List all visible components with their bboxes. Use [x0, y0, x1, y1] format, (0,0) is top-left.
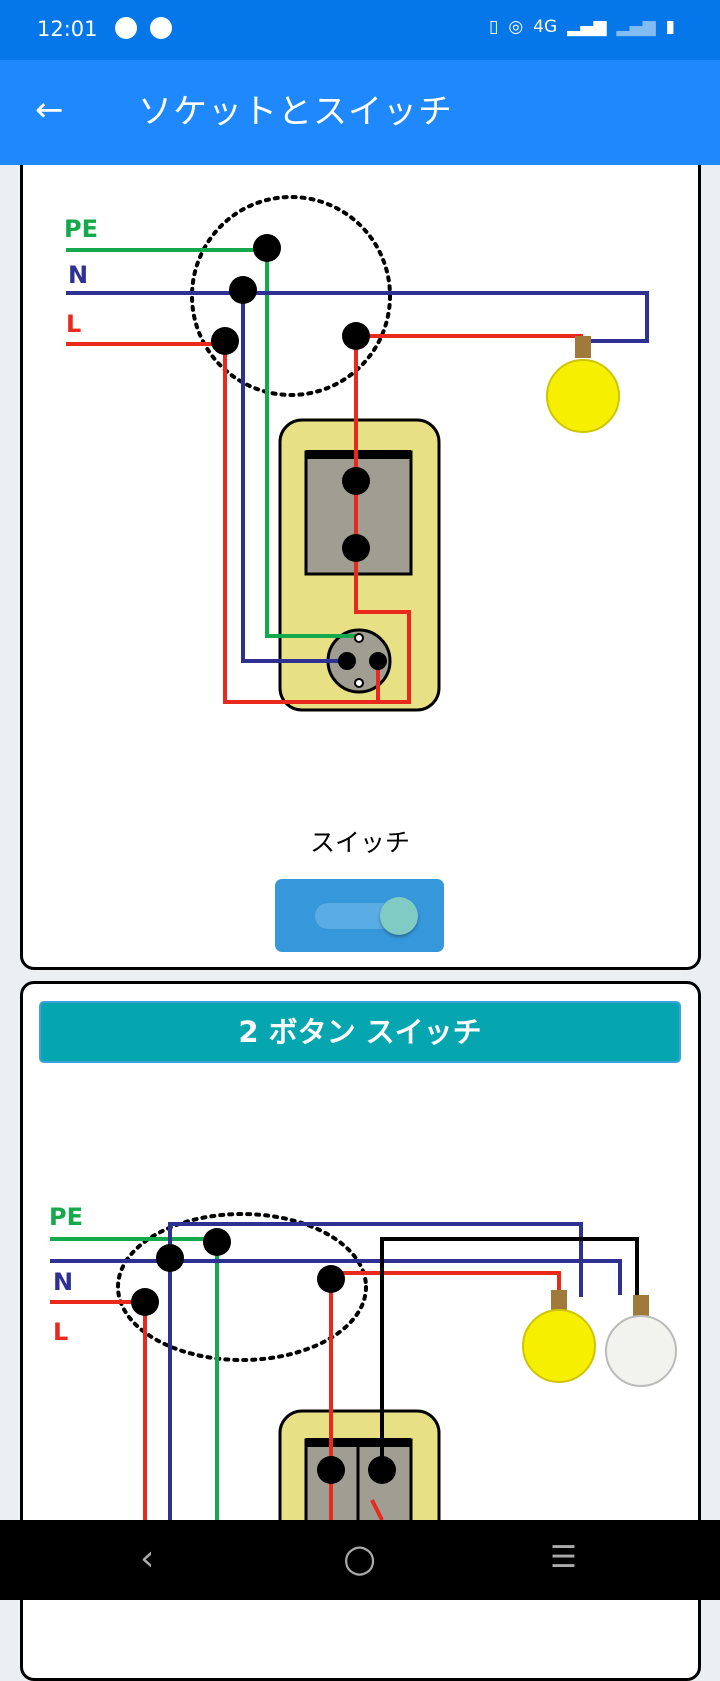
page-title: ソケットとスイッチ: [138, 92, 453, 132]
nav-home-icon[interactable]: ○: [343, 1536, 377, 1580]
l-label: L: [53, 1318, 68, 1346]
network-type: 4G: [533, 17, 558, 37]
signal-icon: ▂▄▆: [616, 17, 656, 37]
wiring-diagrams: PE N L PE N L: [49, 195, 677, 1600]
l-label: L: [66, 310, 81, 338]
switch-toggle[interactable]: [275, 879, 444, 952]
nav-recents-icon[interactable]: ☰: [550, 1540, 577, 1575]
switch-label: スイッチ: [309, 828, 410, 857]
light-bulb-on-icon: [522, 1290, 596, 1383]
section-title: 2 ボタン スイッチ: [39, 1001, 681, 1063]
light-bulb-off-icon: [605, 1295, 677, 1387]
app-notification-icon: [150, 17, 172, 39]
socket-switch-diagram: PE N L: [64, 195, 649, 712]
n-label: N: [68, 261, 88, 289]
status-time: 12:01: [37, 17, 98, 41]
light-bulb-on-icon: [546, 336, 620, 433]
nav-back-icon[interactable]: ‹: [140, 1538, 155, 1579]
app-notification-icon: [115, 17, 137, 39]
status-bar: 12:01 ▯ ◎ 4G ▂▄▆ ▂▄▆ ▮: [0, 0, 720, 60]
pe-label: PE: [49, 1203, 83, 1231]
vibrate-icon: ▯: [488, 17, 499, 37]
n-label: N: [53, 1268, 73, 1296]
pe-label: PE: [64, 215, 98, 243]
back-arrow-icon[interactable]: ←: [35, 90, 64, 130]
signal-icon: ▂▄▆: [567, 17, 607, 37]
battery-charging-icon: ▮: [665, 17, 675, 37]
navigation-bar: ‹ ○ ☰: [0, 1520, 720, 1600]
hotspot-icon: ◎: [508, 17, 524, 37]
toggle-knob: [380, 897, 418, 935]
app-bar: ← ソケットとスイッチ: [0, 60, 720, 165]
